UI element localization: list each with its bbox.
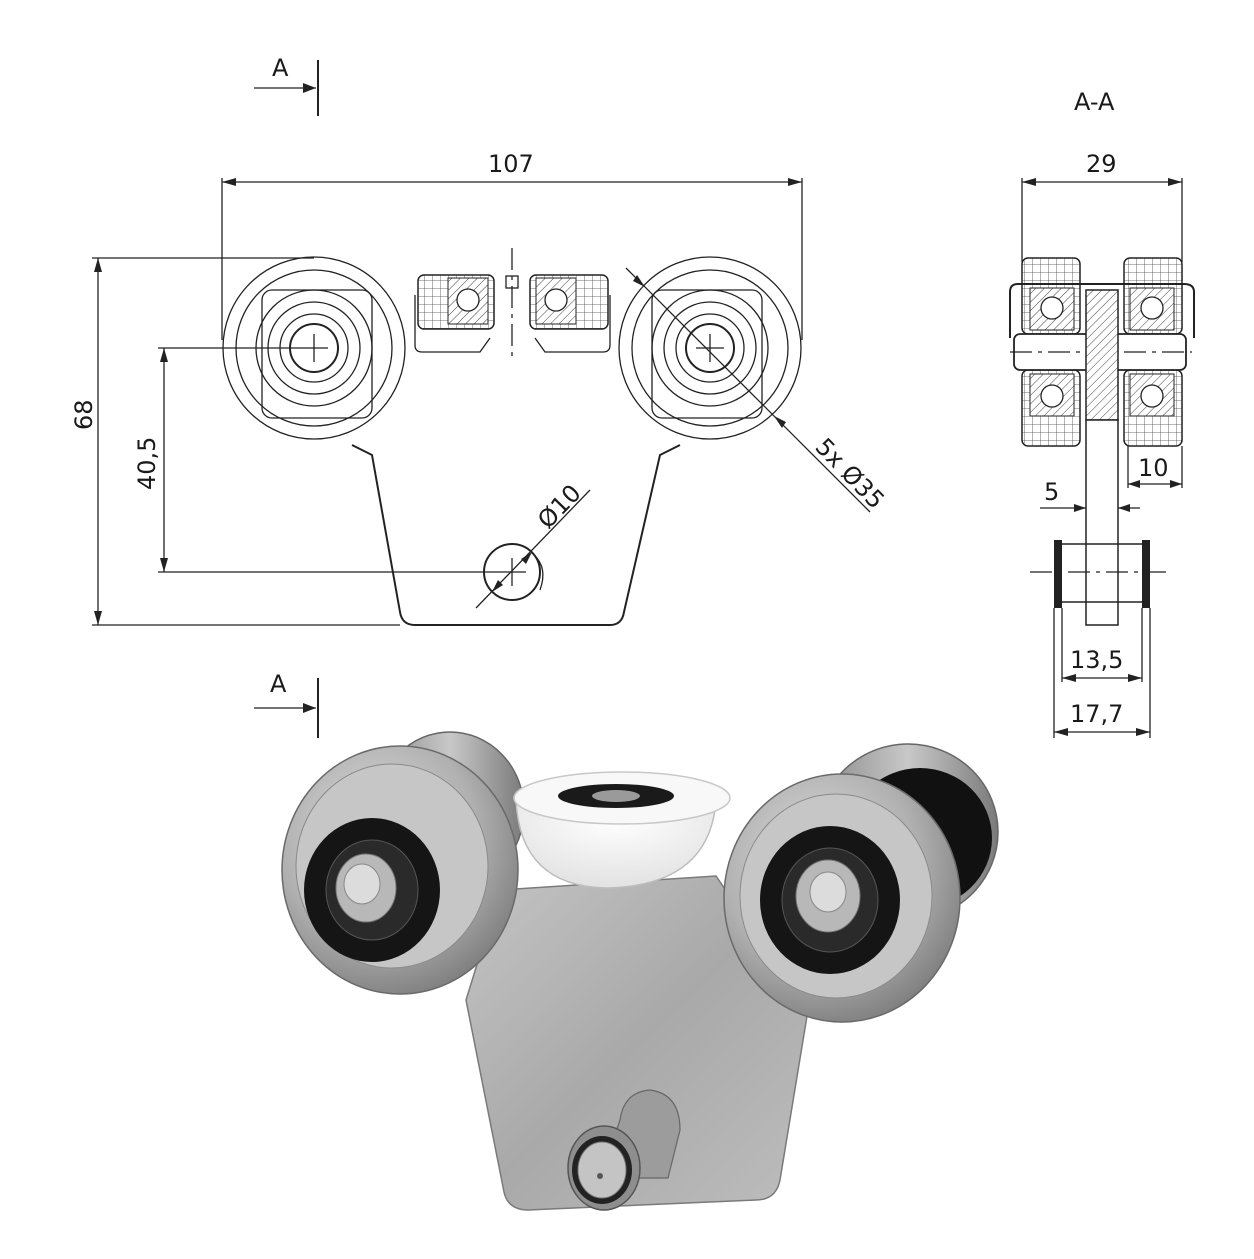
dim-wheel-diameter: 5x Ø35 [625,267,890,515]
dim-width-107: 107 [221,150,803,340]
dim-height-label: 68 [70,399,98,430]
section-marker-bottom-label: A [270,670,287,698]
front-view: 107 68 40,5 Ø10 [70,150,890,626]
dim-height-68: 68 [70,257,400,626]
dim-total-width-label: 29 [1086,150,1117,178]
section-marker-top-label: A [272,54,289,82]
front-pin [483,543,544,601]
section-view-title: A-A [1074,88,1115,116]
dim-pin-outer-17-7: 17,7 [1053,608,1151,738]
dim-pin-diameter-label: Ø10 [532,479,586,534]
dim-pin-inner-label: 13,5 [1070,646,1123,674]
dim-plate-thickness-label: 5 [1044,478,1059,506]
front-guide-rollers [414,248,611,358]
dim-wheel-width-10: 10 [1127,446,1183,488]
product-photo [281,731,999,1211]
dim-total-width-29: 29 [1021,150,1183,262]
product-plate [465,875,809,1211]
dim-width-label: 107 [488,150,534,178]
product-nylon-roller [513,771,731,889]
dim-axis-height-label: 40,5 [133,437,161,490]
section-marker-bottom: A [254,670,319,738]
dim-pin-outer-label: 17,7 [1070,700,1123,728]
product-pin [567,1089,681,1211]
front-wheel-right [618,256,802,440]
dim-wheel-diameter-label: 5x Ø35 [810,433,890,515]
dim-plate-thickness-5: 5 [1040,478,1140,512]
dim-wheel-width-label: 10 [1138,454,1169,482]
dim-axis-40-5: 40,5 [133,347,498,573]
dim-pin-diameter: Ø10 [475,479,591,609]
product-wheel-left [281,745,519,995]
section-marker-top: A [254,54,319,116]
dim-pin-inner-13-5: 13,5 [1061,608,1143,682]
product-wheel-right [723,773,961,1023]
section-view: A-A 29 [1009,88,1195,738]
